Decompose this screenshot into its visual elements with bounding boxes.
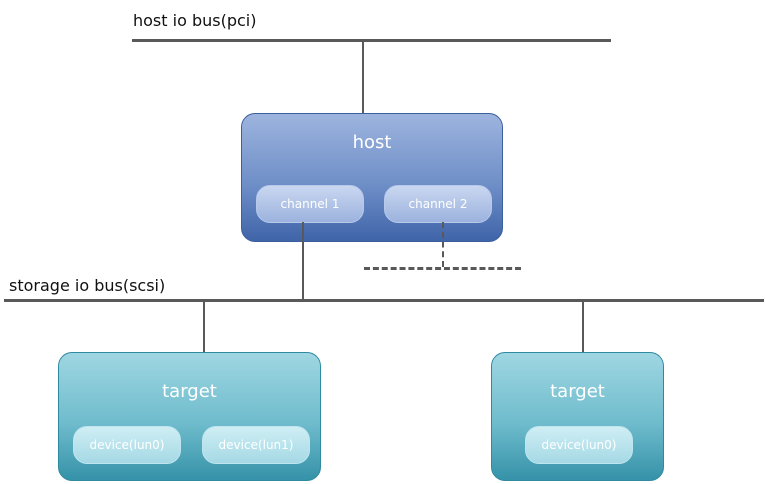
host-box: host channel 1 channel 2 — [241, 113, 503, 242]
host-title: host — [352, 132, 392, 153]
channel-2-dashed-connector — [442, 222, 444, 267]
storage-io-bus-label: storage io bus(scsi) — [9, 276, 166, 295]
target-1-title: target — [162, 381, 217, 402]
target-2-title: target — [550, 381, 605, 402]
host-io-bus-label: host io bus(pci) — [133, 11, 257, 30]
target-1-connector — [203, 301, 205, 353]
target-1-device-lun0: device(lun0) — [73, 426, 181, 464]
target-2-device-lun0: device(lun0) — [525, 426, 633, 464]
target-2-connector — [582, 301, 584, 353]
channel-2: channel 2 — [384, 185, 492, 223]
channel-1-connector — [302, 222, 304, 300]
target-box-2: target device(lun0) — [491, 352, 664, 481]
channel-1: channel 1 — [256, 185, 364, 223]
target-1-device-lun1: device(lun1) — [202, 426, 310, 464]
dashed-alternate-bus — [364, 267, 521, 270]
host-io-bus-line — [132, 39, 611, 42]
host-bus-connector — [362, 41, 364, 114]
storage-io-bus-line — [4, 299, 764, 302]
target-box-1: target device(lun0) device(lun1) — [58, 352, 321, 481]
